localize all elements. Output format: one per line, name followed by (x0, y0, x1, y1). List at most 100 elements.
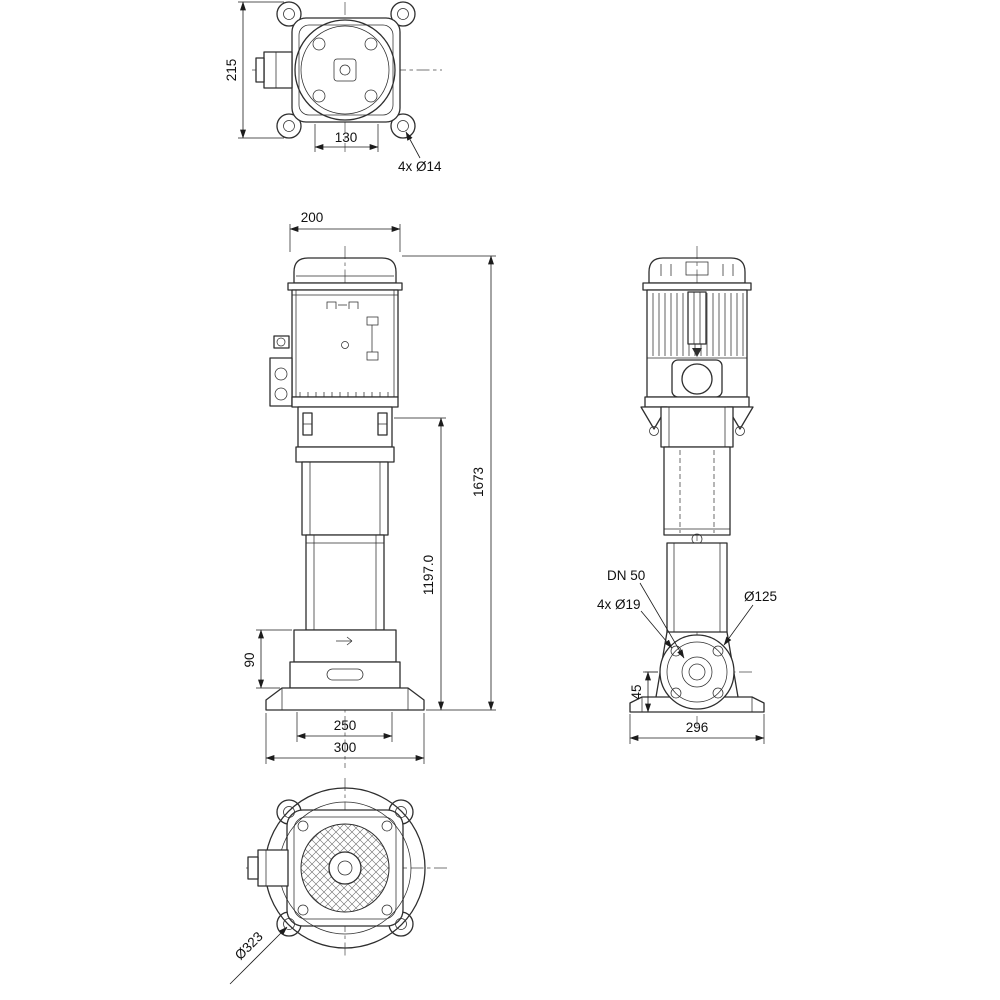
mounting-lug (390, 1, 416, 27)
flange-holes-label: 4x Ø19 (597, 597, 641, 612)
corner-bolts (297, 820, 393, 916)
lug-bolt (649, 426, 659, 436)
lifting-eye-marks (326, 301, 359, 309)
dim-outer-diameter-label: Ø323 (232, 929, 266, 963)
base-plate-feet-lines (281, 688, 409, 710)
lantern-contours (668, 407, 726, 447)
fan-cover-inner-contour (298, 24, 394, 116)
dim-port-offset-label: 45 (629, 684, 644, 699)
pump-column-contours (306, 535, 384, 630)
cooling-channel-lines (693, 292, 701, 344)
dim-port-height-label: 90 (242, 652, 257, 667)
top-view: 215 130 4x Ø14 (224, 1, 442, 174)
dim-bolt-spacing-label: 130 (335, 130, 358, 145)
bolt-hole (364, 89, 378, 103)
dim-motor-width-label: 200 (301, 210, 324, 225)
shaft-center (339, 64, 351, 76)
mounting-lug (276, 1, 302, 27)
pump-base-block (289, 661, 401, 689)
extension-lines (402, 255, 496, 711)
side-view-dimensions: DN 50 4x Ø19 Ø125 45 296 (597, 568, 777, 744)
motor-cap-brim (642, 282, 752, 291)
mounting-lug (276, 113, 302, 139)
bolt-hole (283, 120, 295, 132)
leader-line (405, 131, 421, 159)
shaft-center (337, 860, 353, 876)
dim-holes-label: 4x Ø14 (398, 159, 442, 174)
lug-bolt (735, 426, 745, 436)
pump-casing-upper (301, 461, 389, 536)
hidden-tie-rods (679, 450, 715, 533)
flange-size-label: DN 50 (607, 568, 645, 583)
motor-flange (644, 396, 750, 408)
bolt-hole (283, 8, 295, 20)
shaft-stub (247, 849, 289, 887)
base-slot (326, 668, 364, 681)
front-view: 200 1673 1197.0 90 250 300 (242, 210, 496, 768)
bolt-hole (297, 820, 309, 832)
top-view-dimensions: 215 130 4x Ø14 (224, 1, 442, 174)
shaft-stub-body (257, 849, 289, 887)
terminal-block (366, 316, 379, 326)
flange-circle-label: Ø125 (744, 589, 777, 604)
base-plate-feet-lines (641, 697, 753, 712)
terminal-box-body (269, 357, 293, 407)
cap-ribs (660, 264, 734, 276)
gland-block (273, 335, 290, 349)
side-view: DN 50 4x Ø19 Ø125 45 296 (597, 246, 777, 744)
dim-pump-height-label: 1197.0 (421, 555, 436, 595)
bolt-hole (395, 918, 407, 930)
pump-column (666, 542, 728, 633)
cable-gland (274, 387, 288, 401)
fan-cover-outline (291, 17, 401, 123)
motor-body-contours (292, 290, 398, 397)
shaft-stub-body (263, 51, 293, 89)
bolt-hole (283, 806, 295, 818)
bottom-view-dimensions: Ø323 (229, 926, 288, 985)
cable-gland (276, 337, 286, 347)
motor-cap (293, 257, 397, 284)
front-view-dimensions: 200 1673 1197.0 90 250 300 (242, 210, 496, 764)
bolt-hole (381, 820, 393, 832)
bolt-hole (397, 8, 409, 20)
leader-line (640, 610, 673, 649)
dim-total-height-label: 1673 (471, 467, 486, 497)
leader-line (229, 926, 288, 985)
bolt-hole (283, 918, 295, 930)
tie-rods (309, 462, 381, 535)
discharge-flange (659, 634, 735, 710)
shaft-stub-end (255, 57, 265, 83)
bolt-hole (312, 37, 326, 51)
shaft-stub (255, 51, 293, 89)
shaft-bore (328, 851, 362, 885)
pump-casing-upper (663, 446, 731, 536)
bolt-hole (364, 37, 378, 51)
pump-head (295, 446, 395, 463)
bolt-hole (712, 645, 724, 657)
bearing-cover (681, 363, 713, 395)
cable-gland (274, 367, 288, 381)
lug-holes (283, 8, 409, 132)
pump-column (305, 534, 385, 631)
bolt-hole (397, 120, 409, 132)
terminal-block (366, 351, 379, 361)
bolt-hole (381, 904, 393, 916)
leader-line (639, 582, 685, 659)
cooling-channel (687, 291, 707, 345)
pump-column-contours (673, 543, 721, 632)
flange-bore (688, 663, 706, 681)
bolt-hole (312, 89, 326, 103)
shaft-stub-end (247, 856, 259, 880)
terminal-box (269, 335, 293, 407)
motor-cap-brim (287, 282, 403, 291)
lug-holes (283, 806, 407, 930)
shaft-hub (333, 58, 357, 82)
dim-base-width-label: 300 (334, 740, 357, 755)
bolt-hole (712, 687, 724, 699)
airflow-arrow (692, 348, 702, 357)
flow-arrow (336, 636, 353, 646)
fan-cover-circle-inner (300, 25, 390, 115)
motor-flange (291, 396, 399, 408)
